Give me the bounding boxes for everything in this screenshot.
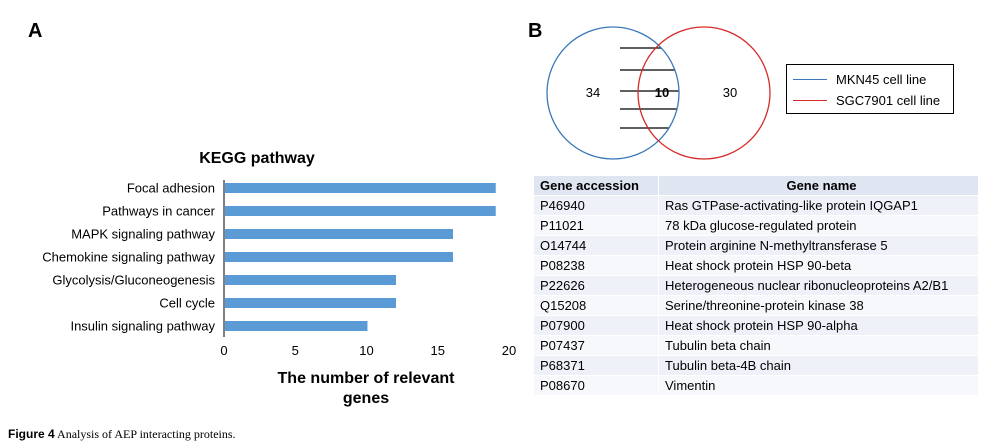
bar — [225, 206, 496, 216]
caption-label: Figure 4 — [8, 427, 55, 441]
venn-diagram: 34 10 30 — [546, 26, 771, 160]
bar — [225, 183, 496, 193]
legend-item-mkn45: MKN45 cell line — [793, 71, 926, 87]
category-label: Chemokine signaling pathway — [42, 250, 215, 265]
category-label: Focal adhesion — [127, 181, 215, 196]
legend-label-mkn45: MKN45 cell line — [836, 71, 927, 87]
x-axis-label-line1: The number of relevant — [278, 370, 456, 387]
accession-cell: O14744 — [533, 235, 659, 256]
accession-cell: P07900 — [533, 315, 659, 336]
venn-circle-sgc7901 — [637, 26, 771, 160]
x-tick-label: 20 — [502, 343, 516, 358]
category-label: Glycolysis/Gluconeogenesis — [52, 273, 215, 288]
gene-name-cell: Heterogeneous nuclear ribonucleoproteins… — [658, 275, 979, 296]
category-label: MAPK signaling pathway — [71, 227, 215, 242]
legend-line-mkn45 — [793, 78, 827, 80]
gene-name-cell: Heat shock protein HSP 90-alpha — [658, 315, 979, 336]
accession-cell: P11021 — [533, 215, 659, 236]
x-tick-label: 5 — [292, 343, 299, 358]
gene-name-cell: Tubulin beta-4B chain — [658, 355, 979, 376]
table-header-row: Gene accession Gene name — [533, 175, 979, 196]
accession-cell: P07437 — [533, 335, 659, 356]
venn-right-count: 30 — [723, 85, 737, 100]
gene-name-cell: Tubulin beta chain — [658, 335, 979, 356]
accession-cell: P08238 — [533, 255, 659, 276]
x-axis-label-line2: genes — [343, 390, 389, 407]
category-label: Cell cycle — [159, 296, 215, 311]
gene-name-cell: 78 kDa glucose-regulated protein — [658, 215, 979, 236]
panel-label-b: B — [528, 20, 543, 42]
category-label: Pathways in cancer — [102, 204, 215, 219]
x-tick-label: 15 — [431, 343, 445, 358]
bar — [225, 252, 453, 262]
accession-cell: P68371 — [533, 355, 659, 376]
accession-cell: P08670 — [533, 375, 659, 396]
bar — [225, 298, 396, 308]
header-gene-name: Gene name — [658, 175, 979, 196]
x-tick-label: 0 — [220, 343, 227, 358]
venn-left-count: 34 — [586, 85, 600, 100]
gene-name-cell: Vimentin — [658, 375, 979, 396]
bar — [225, 275, 396, 285]
panel-label-a: A — [28, 20, 43, 42]
venn-legend: MKN45 cell line SGC7901 cell line — [786, 64, 954, 114]
gene-name-cell: Ras GTPase-activating-like protein IQGAP… — [658, 195, 979, 216]
legend-line-sgc7901 — [793, 99, 827, 101]
accession-cell: P46940 — [533, 195, 659, 216]
bar — [225, 321, 368, 331]
header-gene-accession: Gene accession — [533, 175, 659, 196]
category-label: Insulin signaling pathway — [70, 319, 215, 334]
gene-name-cell: Heat shock protein HSP 90-beta — [658, 255, 979, 276]
caption-text: Analysis of AEP interacting proteins. — [57, 427, 236, 441]
chart-title: KEGG pathway — [199, 150, 315, 167]
accession-cell: Q15208 — [533, 295, 659, 316]
figure-caption: Figure 4 Analysis of AEP interacting pro… — [8, 427, 236, 442]
venn-circle-mkn45 — [546, 26, 680, 160]
gene-name-cell: Protein arginine N-methyltransferase 5 — [658, 235, 979, 256]
gene-name-cell: Serine/threonine-protein kinase 38 — [658, 295, 979, 316]
bar — [225, 229, 453, 239]
x-tick-label: 10 — [359, 343, 373, 358]
venn-overlap-count: 10 — [655, 85, 669, 100]
accession-cell: P22626 — [533, 275, 659, 296]
legend-label-sgc7901: SGC7901 cell line — [836, 92, 941, 108]
legend-item-sgc7901: SGC7901 cell line — [793, 92, 940, 108]
